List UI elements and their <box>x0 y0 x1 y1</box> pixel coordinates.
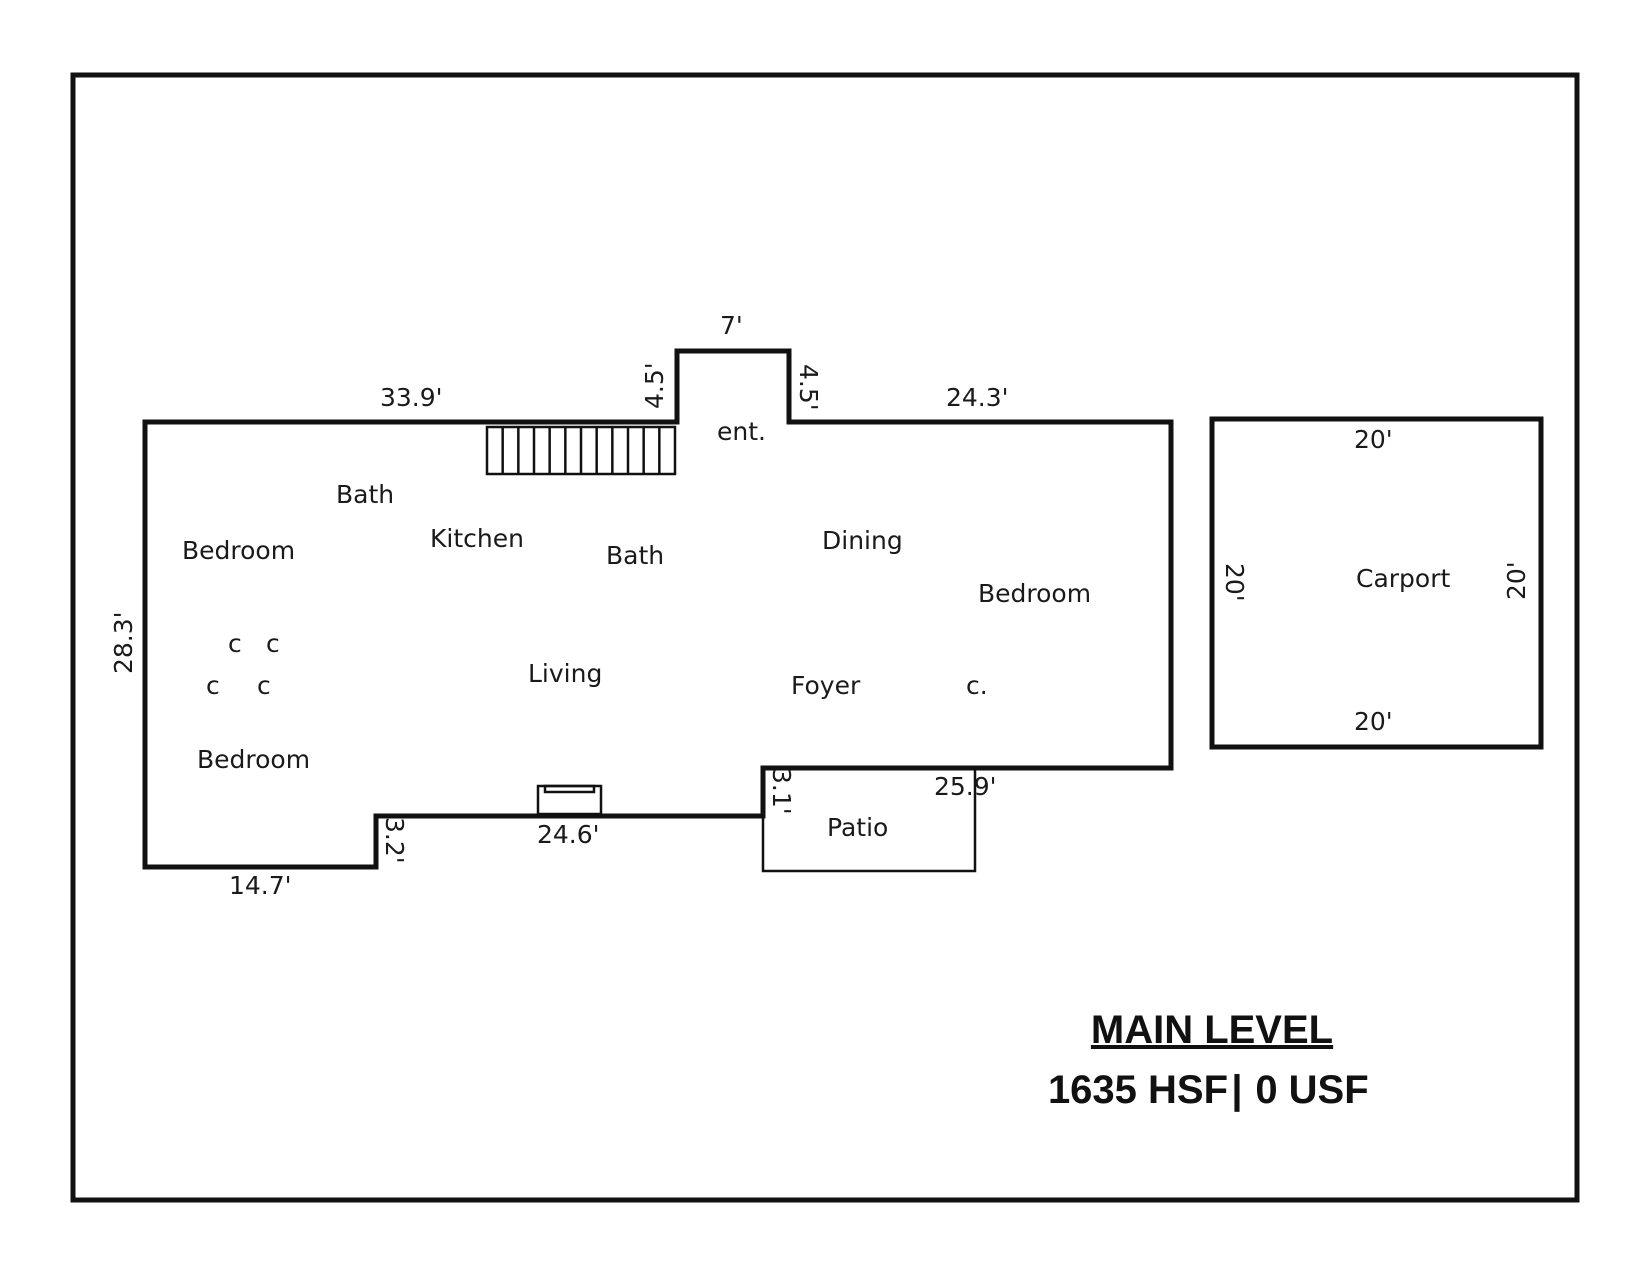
stairs <box>485 425 677 476</box>
room-label-living: Living <box>528 659 602 688</box>
unheated-square-feet: 0 USF <box>1255 1068 1368 1112</box>
room-label-bath-center: Bath <box>606 541 664 570</box>
house-outline <box>142 348 1174 870</box>
dimension-bottom-right: 25.9' <box>934 772 997 801</box>
room-label-bedroom-left-lower: Bedroom <box>197 745 310 774</box>
dimension-bottom-left: 14.7' <box>229 871 292 900</box>
dimension-top-left: 33.9' <box>380 383 443 412</box>
summary-separator: | <box>1231 1068 1242 1112</box>
fireplace <box>536 784 603 816</box>
dimension-entry-top: 7' <box>720 311 743 340</box>
dimension-carport-bottom: 20' <box>1354 707 1393 736</box>
dimension-top-right: 24.3' <box>946 383 1009 412</box>
room-label-entry: ent. <box>717 417 766 446</box>
room-label-bedroom-right: Bedroom <box>978 579 1091 608</box>
dimension-left: 28.3' <box>109 611 138 674</box>
room-label-foyer: Foyer <box>791 671 861 700</box>
closet-marker: c <box>257 671 271 700</box>
closet-marker: c <box>228 629 242 658</box>
dimension-entry-left: 4.5' <box>640 362 669 409</box>
dimension-carport-right: 20' <box>1502 561 1531 600</box>
dimension-carport-top: 20' <box>1354 425 1393 454</box>
room-label-bedroom-left-upper: Bedroom <box>182 536 295 565</box>
room-label-patio: Patio <box>827 813 888 842</box>
dimension-bottom-middle: 24.6' <box>537 820 600 849</box>
dimension-step: 3.2' <box>380 817 409 864</box>
room-label-closet: c. <box>966 671 988 700</box>
room-label-bath-upper: Bath <box>336 480 394 509</box>
dimension-carport-left: 20' <box>1220 563 1249 602</box>
dimension-entry-right: 4.5' <box>794 364 823 411</box>
room-label-dining: Dining <box>822 526 903 555</box>
page-border <box>70 72 1580 1203</box>
room-label-carport: Carport <box>1356 564 1450 593</box>
room-label-kitchen: Kitchen <box>430 524 524 553</box>
closet-marker: c <box>206 671 220 700</box>
level-title: MAIN LEVEL <box>1091 1008 1333 1052</box>
closet-marker: c <box>266 629 280 658</box>
carport-outline <box>1209 416 1544 750</box>
dimension-patio-left: 3.1' <box>767 768 796 815</box>
heated-square-feet: 1635 HSF <box>1048 1068 1228 1112</box>
patio-outline <box>761 768 977 873</box>
